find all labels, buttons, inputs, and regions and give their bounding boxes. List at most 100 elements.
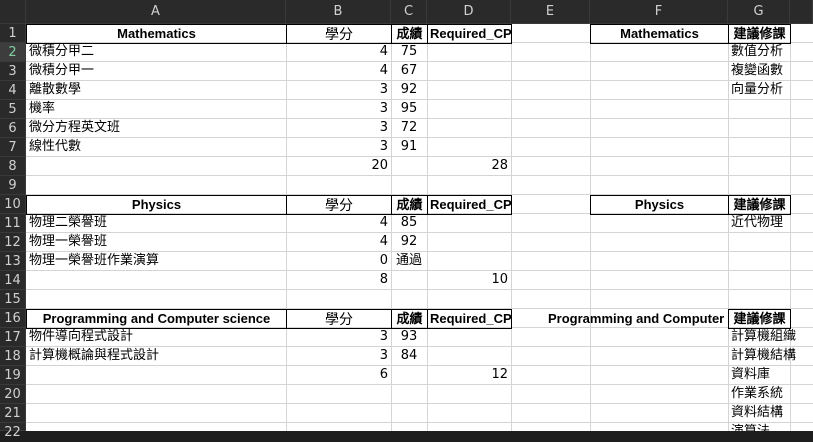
math-course-grade[interactable]: 95 — [400, 101, 418, 116]
row-header-15[interactable]: 15 — [0, 290, 26, 309]
math-course-credit[interactable]: 4 — [379, 44, 388, 59]
row-header-22[interactable]: 22 — [0, 423, 26, 440]
math-course-name[interactable]: 機率 — [29, 101, 56, 116]
row-header-7[interactable]: 7 — [0, 138, 26, 157]
cs-suggest-header[interactable]: 建議修課 — [728, 309, 791, 329]
cs-course-name[interactable]: 計算機概論與程式設計 — [29, 348, 160, 363]
column-header-g[interactable]: G — [728, 0, 790, 24]
cs-course-name[interactable]: 物件導向程式設計 — [29, 329, 134, 344]
physics-header-title[interactable]: Physics — [26, 195, 287, 215]
row-header-12[interactable]: 12 — [0, 233, 26, 252]
math-header-credit[interactable]: 學分 — [286, 24, 392, 44]
column-header-c[interactable]: C — [391, 0, 427, 24]
physics-course-credit[interactable]: 0 — [379, 253, 388, 268]
select-all-corner[interactable] — [0, 0, 26, 24]
row-header-1[interactable]: 1 — [0, 24, 26, 43]
column-header-e[interactable]: E — [511, 0, 590, 24]
math-course-grade[interactable]: 75 — [400, 44, 418, 59]
math-course-name[interactable]: 微積分甲二 — [29, 44, 95, 59]
physics-header-grade[interactable]: 成績 — [391, 195, 428, 215]
row-header-21[interactable]: 21 — [0, 404, 26, 423]
math-suggest-title[interactable]: Mathematics — [590, 24, 729, 44]
math-course-grade[interactable]: 92 — [400, 82, 418, 97]
cs-suggest-item[interactable]: 資料庫 — [731, 367, 771, 382]
column-header-a[interactable]: A — [26, 0, 286, 24]
math-course-credit[interactable]: 3 — [379, 82, 388, 97]
row-header-2[interactable]: 2 — [0, 43, 26, 62]
math-suggest-item[interactable]: 數值分析 — [731, 44, 784, 59]
physics-suggest-title[interactable]: Physics — [590, 195, 729, 215]
cs-header-grade[interactable]: 成績 — [391, 309, 428, 329]
cs-header-credit[interactable]: 學分 — [286, 309, 392, 329]
physics-course-credit[interactable]: 4 — [379, 234, 388, 249]
physics-suggest-item[interactable]: 近代物理 — [731, 215, 784, 230]
physics-course-name[interactable]: 物理一榮譽班作業演算 — [29, 253, 160, 268]
math-course-credit[interactable]: 3 — [379, 139, 388, 154]
math-total-credit[interactable]: 20 — [371, 158, 388, 173]
physics-course-credit[interactable]: 4 — [379, 215, 388, 230]
math-course-grade[interactable]: 91 — [400, 139, 418, 154]
math-course-credit[interactable]: 3 — [379, 101, 388, 116]
column-header-f[interactable]: F — [590, 0, 728, 24]
row-header-8[interactable]: 8 — [0, 157, 26, 176]
math-suggest-item[interactable]: 向量分析 — [731, 82, 784, 97]
cs-total-credit[interactable]: 6 — [379, 367, 388, 382]
physics-course-grade[interactable]: 92 — [400, 234, 418, 249]
math-course-grade[interactable]: 72 — [400, 120, 418, 135]
math-required-cp[interactable]: 28 — [491, 158, 508, 173]
row-header-3[interactable]: 3 — [0, 62, 26, 81]
math-course-name[interactable]: 離散數學 — [29, 82, 82, 97]
row-header-13[interactable]: 13 — [0, 252, 26, 271]
row-header-18[interactable]: 18 — [0, 347, 26, 366]
physics-course-name[interactable]: 物理一榮譽班 — [29, 234, 108, 249]
physics-course-grade[interactable]: 85 — [400, 215, 418, 230]
physics-suggest-header[interactable]: 建議修課 — [728, 195, 791, 215]
cs-header-title[interactable]: Programming and Computer science — [26, 309, 287, 329]
math-course-name[interactable]: 微積分甲一 — [29, 63, 95, 78]
physics-header-credit[interactable]: 學分 — [286, 195, 392, 215]
cs-suggest-item[interactable]: 計算機組織 — [731, 329, 797, 344]
cs-suggest-item[interactable]: 演算法 — [729, 423, 813, 431]
row-header-17[interactable]: 17 — [0, 328, 26, 347]
math-course-name[interactable]: 線性代數 — [29, 139, 82, 154]
cs-required-cp[interactable]: 12 — [491, 367, 508, 382]
math-suggest-item[interactable]: 複變函數 — [731, 63, 784, 78]
row-header-5[interactable]: 5 — [0, 100, 26, 119]
cs-course-credit[interactable]: 3 — [379, 348, 388, 363]
cs-suggest-item[interactable]: 作業系統 — [731, 386, 784, 401]
physics-course-name[interactable]: 物理二榮譽班 — [29, 215, 108, 230]
row-header-14[interactable]: 14 — [0, 271, 26, 290]
cs-suggest-item[interactable]: 計算機結構 — [731, 348, 797, 363]
column-header-d[interactable]: D — [427, 0, 511, 24]
cs-course-credit[interactable]: 3 — [379, 329, 388, 344]
math-header-required[interactable]: Required_CP — [427, 24, 512, 44]
math-suggest-header[interactable]: 建議修課 — [728, 24, 791, 44]
sheet-area[interactable] — [26, 24, 813, 431]
math-course-credit[interactable]: 3 — [379, 120, 388, 135]
row-header-20[interactable]: 20 — [0, 385, 26, 404]
math-course-grade[interactable]: 67 — [400, 63, 418, 78]
row-header-11[interactable]: 11 — [0, 214, 26, 233]
physics-required-cp[interactable]: 10 — [491, 272, 508, 287]
cs-header-required[interactable]: Required_CP — [427, 309, 512, 329]
row-header-6[interactable]: 6 — [0, 119, 26, 138]
cs-course-grade[interactable]: 84 — [400, 348, 418, 363]
row-header-9[interactable]: 9 — [0, 176, 26, 195]
row-header-4[interactable]: 4 — [0, 81, 26, 100]
physics-header-required[interactable]: Required_CP — [427, 195, 512, 215]
column-header-h[interactable] — [790, 0, 813, 24]
math-header-title[interactable]: Mathematics — [26, 24, 287, 44]
math-course-name[interactable]: 微分方程英文班 — [29, 120, 121, 135]
math-course-credit[interactable]: 4 — [379, 63, 388, 78]
cs-suggest-item[interactable]: 資料結構 — [731, 405, 784, 420]
physics-course-grade[interactable]: 通過 — [395, 253, 422, 268]
physics-total-credit[interactable]: 8 — [379, 272, 388, 287]
cs-course-grade[interactable]: 93 — [400, 329, 418, 344]
row-header-16[interactable]: 16 — [0, 309, 26, 328]
cs-suggest-title[interactable]: Programming and Computer s — [548, 311, 728, 326]
math-header-grade[interactable]: 成績 — [391, 24, 428, 44]
column-header-b[interactable]: B — [286, 0, 391, 24]
row-header-19[interactable]: 19 — [0, 366, 26, 385]
row-header-10[interactable]: 10 — [0, 195, 26, 214]
